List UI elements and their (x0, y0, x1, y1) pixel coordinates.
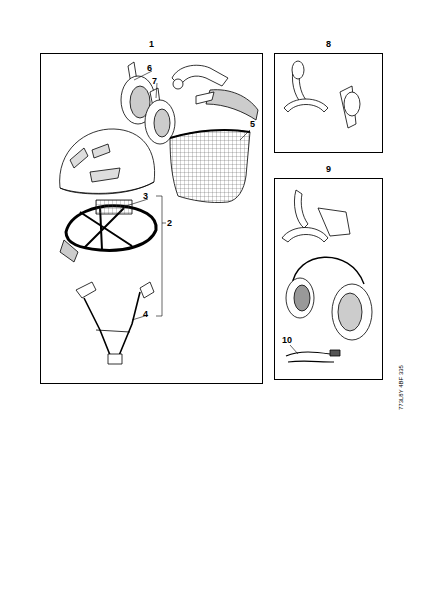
harness-ratchet (60, 240, 78, 262)
visor-arm (196, 92, 214, 104)
callout-number: 5 (250, 120, 255, 129)
helmet-vent (90, 168, 120, 182)
callout-number: 10 (282, 336, 292, 345)
earmuff-bracket-pad (344, 92, 360, 116)
headset-cushion (294, 285, 310, 311)
helmet-rim (60, 182, 154, 193)
drawing-code: 773L8Y 4BF 335 (398, 365, 404, 410)
audio-plug (330, 350, 340, 356)
headset-cushion (338, 293, 362, 331)
helmet-shell (60, 129, 155, 194)
earmuff-cushion (154, 109, 170, 137)
headset-cup (332, 284, 372, 340)
headset-cup (286, 278, 314, 318)
headset-bracket (282, 228, 328, 243)
callout-number: 7 (152, 77, 157, 86)
parts-group-frame: 1 (40, 53, 263, 384)
parts-group-frame: 8 (274, 53, 383, 153)
audio-cable (286, 352, 334, 362)
mesh-visor (170, 130, 250, 203)
headset-arm (318, 208, 350, 236)
headset-holder (294, 190, 308, 228)
chin-strap (84, 292, 140, 360)
callout-number: 6 (147, 64, 152, 73)
callout-number: 3 (143, 192, 148, 201)
parts-group-frame: 9 (274, 178, 383, 380)
helmet-vent (92, 144, 110, 158)
mesh-visor-edge (170, 130, 250, 138)
callout-number: 4 (143, 310, 148, 319)
chin-strap (76, 282, 96, 298)
visor-pivot (173, 79, 183, 89)
leader-line (290, 345, 298, 354)
harness-pad (96, 200, 132, 214)
leader-line (240, 130, 250, 140)
chin-strap (96, 330, 130, 332)
callout-number: 1 (41, 39, 262, 49)
callout-number: 8 (275, 39, 382, 49)
chin-strap (140, 282, 154, 298)
earmuff-bracket (284, 99, 328, 112)
callout-number: 9 (275, 164, 382, 174)
earmuff-holder-clip (292, 61, 304, 79)
bracket-line (156, 196, 166, 316)
callout-number: 2 (167, 219, 172, 228)
helmet-vent (70, 148, 88, 168)
chin-strap-buckle (108, 354, 122, 364)
